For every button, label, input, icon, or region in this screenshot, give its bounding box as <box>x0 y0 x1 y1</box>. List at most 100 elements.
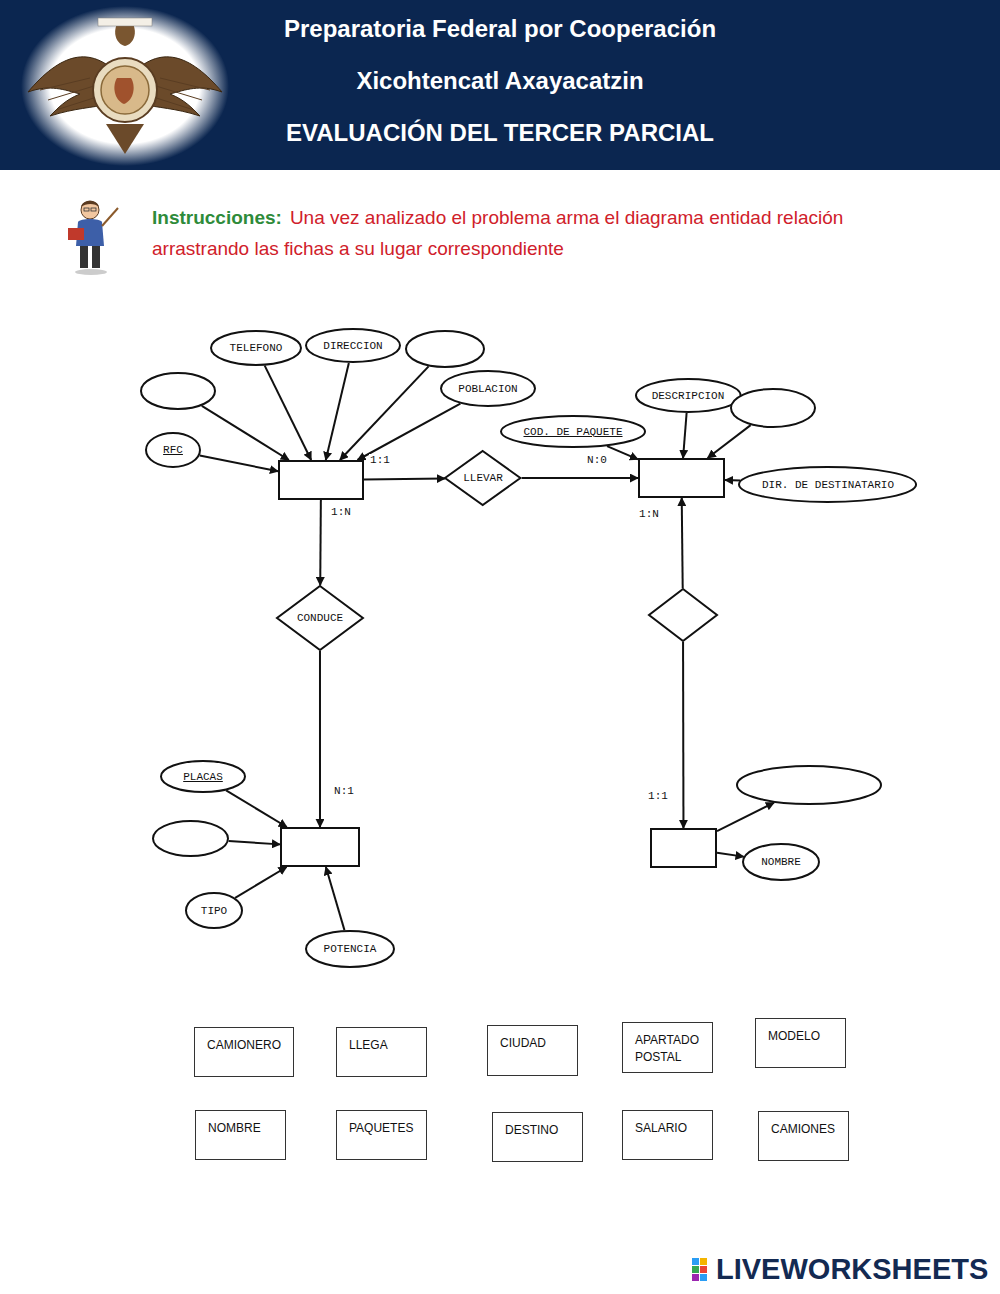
connector <box>682 642 684 828</box>
connector <box>235 867 286 898</box>
cardinality-label: N:0 <box>586 454 608 466</box>
attribute-ellipse: DESCRIPCION <box>635 378 742 413</box>
attribute-ellipse-outline <box>730 388 816 428</box>
connector <box>202 406 289 460</box>
connector <box>226 790 287 827</box>
answer-tile: CIUDAD <box>487 1025 578 1076</box>
relationship-diamond <box>648 588 718 642</box>
cardinality-label: 1:N <box>638 508 660 520</box>
connector <box>717 853 744 857</box>
node-text: DESCRIPCION <box>652 390 725 402</box>
node-text: CIUDAD <box>500 1035 546 1052</box>
answer-tile: SALARIO <box>622 1110 713 1160</box>
node-text: NOMBRE <box>761 856 801 868</box>
attribute-ellipse-outline <box>736 765 882 805</box>
connector <box>681 498 684 588</box>
instructions-heading: Instrucciones: <box>152 207 282 228</box>
answer-tile: LLEGA <box>336 1027 427 1077</box>
connector <box>364 477 445 480</box>
node-text: APARTADO POSTAL <box>635 1032 704 1066</box>
attribute-ellipse: PLACAS <box>160 760 246 793</box>
node-text: TELEFONO <box>230 342 283 354</box>
header-title: Xicohtencatl Axayacatzin <box>200 66 800 96</box>
school-logo <box>20 4 230 168</box>
entity-box-outline <box>638 458 725 498</box>
node-text: COD. DE PAQUETE <box>523 426 622 438</box>
connector <box>319 651 321 827</box>
connector <box>607 446 638 459</box>
attribute-ellipse-outline <box>405 330 485 368</box>
teacher-icon <box>60 196 130 276</box>
attribute-ellipse <box>152 820 229 857</box>
attribute-ellipse <box>405 330 485 368</box>
connector <box>725 479 740 482</box>
answer-tile: CAMIONES <box>758 1111 849 1161</box>
cardinality-label: N:1 <box>333 785 355 797</box>
connector <box>265 366 311 460</box>
node-text: CAMIONERO <box>207 1037 281 1054</box>
connector <box>708 425 751 458</box>
connector <box>717 803 774 832</box>
node-text: POTENCIA <box>324 943 377 955</box>
answer-tile: APARTADO POSTAL <box>622 1022 713 1073</box>
node-text: RFC <box>163 444 183 456</box>
relationship-diamond: CONDUCE <box>276 585 364 651</box>
entity-box-outline <box>650 828 717 868</box>
node-text: DIR. DE DESTINATARIO <box>762 479 894 491</box>
node-text: POBLACION <box>458 383 517 395</box>
watermark: LIVEWORKSHEETS <box>716 1252 988 1286</box>
connector <box>200 455 278 471</box>
cardinality-label: 1:N <box>330 506 352 518</box>
answer-tile: MODELO <box>755 1018 846 1068</box>
attribute-ellipse: TIPO <box>185 892 243 929</box>
header-title: Preparatoria Federal por Cooperación <box>200 14 800 44</box>
answer-tile: CAMIONERO <box>194 1027 294 1077</box>
entity-box <box>638 458 725 498</box>
connector <box>683 413 687 458</box>
node-text: TIPO <box>201 905 227 917</box>
connector <box>326 867 345 930</box>
attribute-ellipse: POBLACION <box>440 370 536 407</box>
connector <box>229 841 280 844</box>
answer-tile: NOMBRE <box>195 1110 286 1160</box>
answer-tile: DESTINO <box>492 1112 583 1162</box>
node-text: DESTINO <box>505 1122 558 1139</box>
node-text: LLEVAR <box>463 472 503 484</box>
attribute-ellipse <box>730 388 816 428</box>
connector <box>358 404 461 460</box>
cardinality-label: 1:1 <box>647 790 669 802</box>
entity-box <box>278 460 364 500</box>
node-text: DIRECCION <box>323 340 382 352</box>
relationship-diamond: LLEVAR <box>444 450 521 506</box>
attribute-ellipse-outline <box>152 820 229 857</box>
attribute-ellipse: COD. DE PAQUETE <box>500 415 646 448</box>
node-text: PLACAS <box>183 771 223 783</box>
attribute-ellipse: DIR. DE DESTINATARIO <box>738 466 917 503</box>
cardinality-label: 1:1 <box>369 454 391 466</box>
node-text: CAMIONES <box>771 1121 835 1138</box>
attribute-ellipse <box>736 765 882 805</box>
connector <box>522 477 638 479</box>
attribute-ellipse: POTENCIA <box>305 930 395 968</box>
node-text: PAQUETES <box>349 1120 413 1137</box>
attribute-ellipse-outline <box>140 372 216 410</box>
node-text: MODELO <box>768 1028 820 1045</box>
attribute-ellipse: DIRECCION <box>305 328 401 363</box>
node-text: NOMBRE <box>208 1120 261 1137</box>
node-text: CONDUCE <box>297 612 343 624</box>
entity-box-outline <box>280 827 360 867</box>
node-text: LLEGA <box>349 1037 388 1054</box>
node-text: SALARIO <box>635 1120 687 1137</box>
instructions-block: Instrucciones:Una vez analizado el probl… <box>152 202 892 264</box>
answer-tile: PAQUETES <box>336 1110 427 1160</box>
connector <box>326 363 349 460</box>
relationship-diamond-outline <box>648 588 718 642</box>
attribute-ellipse <box>140 372 216 410</box>
entity-box <box>650 828 717 868</box>
attribute-ellipse: NOMBRE <box>742 843 820 881</box>
liveworksheets-logo <box>690 1256 718 1284</box>
connector <box>319 500 322 585</box>
attribute-ellipse: RFC <box>145 432 201 468</box>
entity-box-outline <box>278 460 364 500</box>
